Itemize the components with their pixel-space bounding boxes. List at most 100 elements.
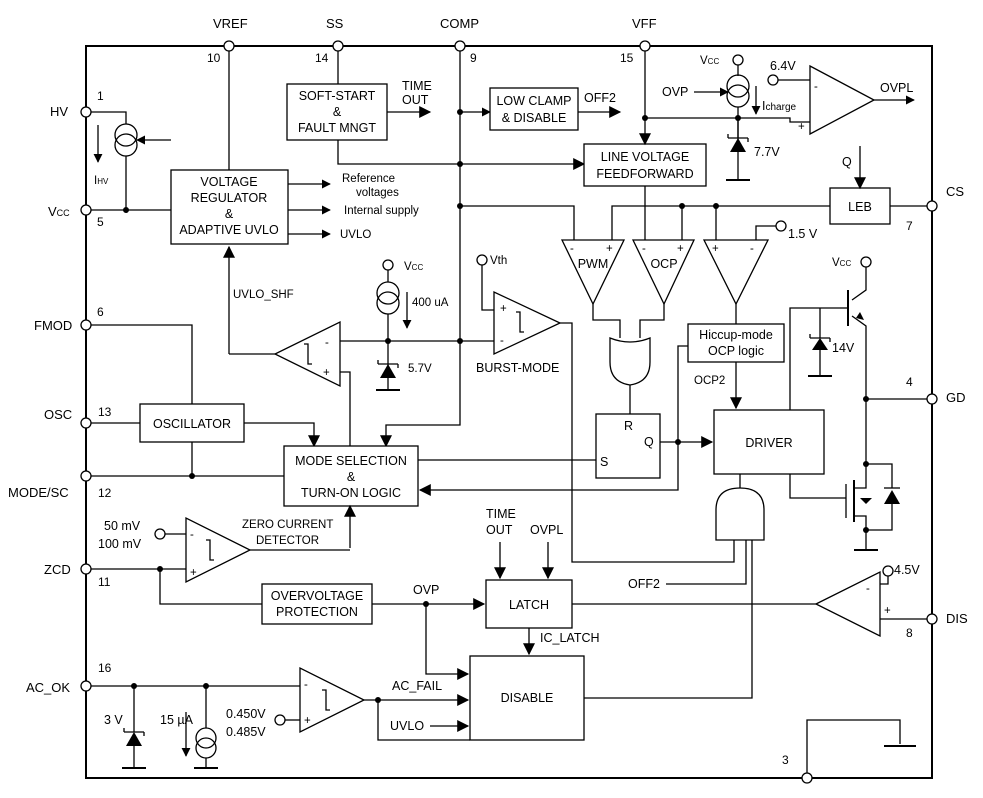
ovpl-comparator: - +: [798, 64, 876, 136]
uvlo-label: UVLO: [340, 229, 371, 241]
ovp-mid-label: OVP: [413, 583, 439, 597]
svg-text:50 mV: 50 mV: [104, 519, 141, 533]
pin-dis-pad: [926, 613, 938, 625]
pin-gnd-num: 3: [782, 753, 789, 767]
svg-text:FAULT MNGT: FAULT MNGT: [298, 121, 376, 135]
svg-text:DETECTOR: DETECTOR: [256, 535, 319, 547]
pin-gd-num: 4: [906, 375, 913, 389]
hv-current-source: IHV: [91, 111, 171, 210]
svg-text:REGULATOR: REGULATOR: [191, 191, 268, 205]
svg-text:ZERO CURRENT: ZERO CURRENT: [242, 519, 333, 531]
svg-text:UVLO: UVLO: [390, 719, 424, 733]
pin-vref-num: 10: [207, 51, 221, 65]
svg-text:0.450V: 0.450V: [226, 707, 266, 721]
svg-text:0.485V: 0.485V: [226, 725, 266, 739]
ocp2-label: OCP2: [694, 375, 725, 387]
svg-text:&: &: [225, 207, 234, 221]
svg-text:&: &: [333, 105, 342, 119]
voltage-regulator-block: VOLTAGE REGULATOR & ADAPTIVE UVLO: [170, 169, 289, 245]
zener-3v: 3 V: [104, 686, 146, 769]
hiccup-block: Hiccup-mode OCP logic: [687, 323, 785, 363]
svg-text:-: -: [500, 335, 504, 347]
svg-text:SOFT-START: SOFT-START: [299, 89, 376, 103]
svg-text:OCP: OCP: [650, 257, 677, 271]
vcc-ovp-label: VCC: [700, 55, 719, 67]
svg-text:7.7V: 7.7V: [754, 145, 780, 159]
pin-hv-num: 1: [97, 89, 104, 103]
output-stage: VCC 14V: [808, 256, 927, 551]
svg-text:-: -: [642, 243, 646, 255]
time-out-label-2: OUT: [402, 93, 429, 107]
pin-osc-pad: [80, 417, 92, 429]
svg-text:6.4V: 6.4V: [770, 59, 796, 73]
latch-block: LATCH: [485, 579, 573, 629]
svg-text:LINE VOLTAGE: LINE VOLTAGE: [601, 150, 689, 164]
svg-text:S: S: [600, 455, 608, 469]
svg-text:VOLTAGE: VOLTAGE: [200, 175, 257, 189]
pin-dis-num: 8: [906, 626, 913, 640]
pwm-comparator: - + PWM: [560, 239, 626, 306]
pin-modesc-name: MODE/SC: [8, 485, 69, 500]
burst-mode-comparator: Vth + - BURST-MODE: [476, 254, 562, 375]
svg-text:FEEDFORWARD: FEEDFORWARD: [596, 167, 693, 181]
svg-text:+: +: [884, 605, 891, 617]
pin-vff-num: 15: [620, 51, 634, 65]
svg-text:+: +: [712, 243, 719, 255]
pin-vcc-pad: [80, 204, 92, 216]
svg-text:PROTECTION: PROTECTION: [276, 605, 358, 619]
pin-hv: HV 1: [50, 89, 104, 119]
pin-acok-num: 16: [98, 661, 112, 675]
pin-vref-name: VREF: [213, 16, 248, 31]
vcc-drv-label: VCC: [832, 257, 851, 269]
svg-text:+: +: [798, 121, 805, 133]
pin-gd-name: GD: [946, 390, 966, 405]
pin-cs: CS 7: [906, 184, 964, 233]
pin-modesc-pad: [80, 470, 92, 482]
pin-fmod-pad: [80, 319, 92, 331]
pin-vcc-num: 5: [97, 215, 104, 229]
pin-modesc: MODE/SC 12: [8, 470, 112, 500]
svg-text:AC_FAIL: AC_FAIL: [392, 679, 442, 693]
off2-label: OFF2: [584, 91, 616, 105]
pin-zcd-pad: [80, 563, 92, 575]
pin-vff-pad: [639, 40, 651, 52]
svg-text:-: -: [304, 679, 308, 691]
svg-text:-: -: [814, 81, 818, 93]
soft-start-block: SOFT-START & FAULT MNGT: [286, 83, 388, 141]
disable-block: DISABLE: [469, 655, 585, 741]
svg-text:LOW CLAMP: LOW CLAMP: [496, 94, 571, 108]
svg-text:4.5V: 4.5V: [894, 563, 920, 577]
pin-fmod-name: FMOD: [34, 318, 72, 333]
pin-vff: VFF 15: [620, 16, 657, 65]
time-out-label: TIME: [402, 79, 432, 93]
pin-ss-pad: [332, 40, 344, 52]
svg-text:-: -: [325, 337, 329, 349]
icharge-label: Icharge: [762, 99, 796, 113]
svg-text:+: +: [606, 243, 613, 255]
pin-ss-name: SS: [326, 16, 344, 31]
pin-vff-name: VFF: [632, 16, 657, 31]
zcd-comparator: - +: [185, 516, 252, 584]
oscillator-block: OSCILLATOR: [139, 403, 245, 443]
pin-gd-pad: [926, 393, 938, 405]
pin-fmod: FMOD 6: [34, 305, 104, 333]
pin-vref: VREF 10: [207, 16, 248, 65]
vcc-400ua-source: VCC 400 uA 5.7V: [376, 259, 449, 391]
line-ff-block: LINE VOLTAGE FEEDFORWARD: [583, 143, 707, 187]
ocp-comparator: - + OCP: [631, 239, 696, 306]
svg-text:+: +: [304, 715, 311, 727]
driver-block: DRIVER: [713, 409, 825, 475]
i400-label: 400 uA: [412, 297, 449, 309]
pin-gnd-pad: [801, 772, 813, 784]
pin-cs-name: CS: [946, 184, 964, 199]
acok-comparator: - +: [299, 666, 366, 734]
ihv-label: IHV: [94, 175, 109, 187]
svg-text:ADAPTIVE UVLO: ADAPTIVE UVLO: [179, 223, 279, 237]
pin-hv-pad: [80, 106, 92, 118]
svg-text:14V: 14V: [832, 341, 855, 355]
pin-zcd: ZCD 11: [44, 562, 111, 589]
svg-text:-: -: [866, 583, 870, 595]
zener-7v7: 7.7V: [726, 118, 780, 181]
v57-label: 5.7V: [408, 363, 432, 375]
low-clamp-block: LOW CLAMP & DISABLE: [489, 87, 579, 131]
